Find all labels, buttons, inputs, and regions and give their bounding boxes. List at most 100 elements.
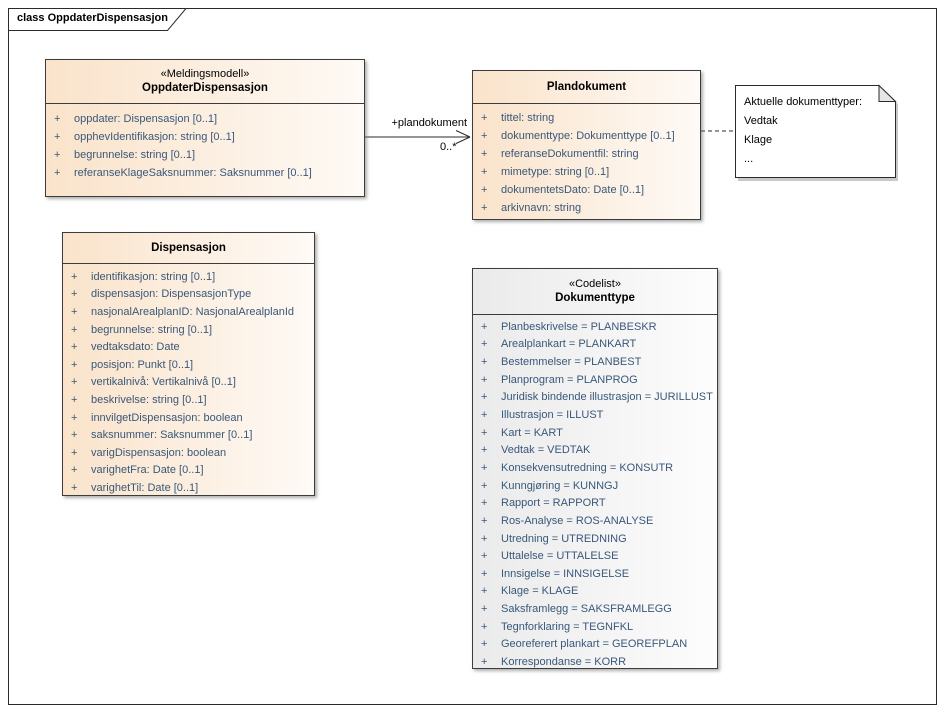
visibility-marker: +	[481, 603, 488, 616]
attribute-row: +Ros-Analyse = ROS-ANALYSE	[473, 512, 717, 530]
attribute-row: +Planbeskrivelse = PLANBESKR	[473, 318, 717, 336]
attribute-row: + arkivnavn: string	[473, 199, 700, 217]
attribute-text: dispensasjon: DispensasjonType	[91, 288, 252, 301]
visibility-marker: +	[71, 429, 78, 442]
visibility-marker: +	[54, 167, 61, 179]
attribute-text: begrunnelse: string [0..1]	[74, 149, 196, 161]
attribute-text: Kart = KART	[501, 426, 563, 439]
visibility-marker: +	[71, 288, 78, 301]
visibility-marker: +	[71, 411, 78, 424]
attribute-row: +referanseDokumentfil: string	[473, 145, 700, 163]
attribute-row: + Illustrasjon = ILLUST	[473, 406, 717, 424]
attribute-text: oppdater: Dispensasjon [0..1]	[74, 113, 218, 125]
attribute-text: varighetFra: Date [0..1]	[91, 464, 204, 477]
attribute-text: Juridisk bindende illustrasjon = JURILLU…	[501, 391, 713, 404]
attribute-text: tittel: string	[501, 112, 555, 124]
class-name: Dokumenttype	[555, 292, 635, 304]
attribute-text: beskrivelse: string [0..1]	[91, 393, 207, 406]
class-name: Plandokument	[546, 80, 627, 93]
attribute-row: +Kunngjøring = KUNNGJ	[473, 477, 717, 495]
attribute-text: identifikasjon: string [0..1]	[91, 270, 216, 283]
visibility-marker: +	[481, 409, 488, 422]
class-header: «Meldingsmodell» OppdaterDispensasjon	[46, 60, 364, 104]
attribute-text: arkivnavn: string	[501, 202, 582, 214]
visibility-marker: +	[54, 113, 61, 125]
attribute-text: Planbeskrivelse = PLANBESKR	[501, 320, 657, 333]
codelist-box-dokumenttype: «Codelist» Dokumenttype +Planbeskrivelse…	[472, 268, 718, 669]
attribute-text: dokumenttype: Dokumenttype [0..1]	[501, 130, 675, 142]
attribute-row: +Konsekvensutredning = KONSUTR	[473, 459, 717, 477]
attribute-row: +begrunnelse: string [0..1]	[63, 321, 314, 339]
attribute-row: + innvilgetDispensasjon: boolean	[63, 409, 314, 427]
attribute-row: +Saksframlegg = SAKSFRAMLEGG	[473, 600, 717, 618]
note-line: Klage	[744, 134, 773, 146]
visibility-marker: +	[481, 655, 488, 668]
attribute-row: + Vedtak = VEDTAK	[473, 441, 717, 459]
attribute-row: + Kart = KART	[473, 424, 717, 442]
attribute-row: +Tegnforklaring = TEGNFKL	[473, 618, 717, 636]
visibility-marker: +	[481, 112, 488, 124]
attribute-text: Utredning = UTREDNING	[501, 532, 627, 545]
association-role-label: +plandokument	[391, 117, 467, 129]
visibility-marker: +	[481, 356, 488, 369]
visibility-marker: +	[481, 620, 488, 633]
attribute-text: Uttalelse = UTTALELSE	[501, 550, 619, 563]
attribute-text: Illustrasjon = ILLUST	[501, 409, 604, 422]
visibility-marker: +	[481, 130, 488, 142]
attribute-row: +varighetFra: Date [0..1]	[63, 462, 314, 480]
class-stereotype: «Meldingsmodell»	[160, 68, 250, 80]
attribute-text: varigDispensasjon: boolean	[91, 446, 227, 459]
attribute-row: + identifikasjon: string [0..1]	[63, 268, 314, 286]
visibility-marker: +	[71, 270, 78, 283]
class-header: «Codelist» Dokumenttype	[473, 269, 717, 315]
attribute-text: Klage = KLAGE	[501, 585, 579, 598]
attribute-row: + opphevIdentifikasjon: string [0..1]	[46, 128, 364, 146]
visibility-marker: +	[481, 184, 488, 196]
visibility-marker: +	[481, 461, 488, 474]
attribute-row: +Juridisk bindende illustrasjon = JURILL…	[473, 389, 717, 407]
attribute-text: Korrespondanse = KORR	[501, 655, 627, 668]
attribute-row: + saksnummer: Saksnummer [0..1]	[63, 426, 314, 444]
class-box-oppdaterdispensasjon: «Meldingsmodell» OppdaterDispensasjon + o…	[45, 59, 365, 197]
attribute-row: + beskrivelse: string [0..1]	[63, 391, 314, 409]
visibility-marker: +	[481, 444, 488, 457]
visibility-marker: +	[481, 148, 488, 160]
attribute-row: +Rapport = RAPPORT	[473, 494, 717, 512]
attribute-text: opphevIdentifikasjon: string [0..1]	[74, 131, 235, 143]
note-line: ...	[744, 153, 754, 165]
visibility-marker: +	[481, 638, 488, 651]
visibility-marker: +	[481, 567, 488, 580]
attribute-text: Bestemmelser = PLANBEST	[501, 356, 642, 369]
attribute-row: +mimetype: string [0..1]	[473, 163, 700, 181]
attribute-row: + dokumenttype: Dokumenttype [0..1]	[473, 127, 700, 145]
attribute-text: referanseKlageSaksnummer: Saksnummer [0.…	[74, 167, 312, 179]
class-header: Dispensasjon	[63, 233, 314, 264]
visibility-marker: +	[481, 426, 488, 439]
attribute-row: + dispensasjon: DispensasjonType	[63, 286, 314, 304]
visibility-marker: +	[481, 479, 488, 492]
visibility-marker: +	[71, 358, 78, 371]
visibility-marker: +	[71, 393, 78, 406]
attribute-text: innvilgetDispensasjon: boolean	[91, 411, 243, 424]
note-line: Aktuelle dokumenttyper:	[744, 96, 863, 108]
visibility-marker: +	[481, 202, 488, 214]
visibility-marker: +	[54, 131, 61, 143]
diagram-title: class OppdaterDispensasjon	[17, 12, 168, 24]
class-name: Dispensasjon	[151, 241, 226, 254]
attribute-text: saksnummer: Saksnummer [0..1]	[91, 429, 253, 442]
attribute-text: Arealplankart = PLANKART	[501, 338, 637, 351]
association-multiplicity: 0..*	[440, 141, 457, 153]
attribute-row: + referanseKlageSaksnummer: Saksnummer [0…	[46, 164, 364, 182]
attribute-row: + oppdater: Dispensasjon [0..1]	[46, 110, 364, 128]
class-header: Plandokument	[473, 71, 700, 104]
attribute-row: + Georeferert plankart = GEOREFPLAN	[473, 636, 717, 654]
attribute-text: Georeferert plankart = GEOREFPLAN	[501, 638, 688, 651]
attribute-text: begrunnelse: string [0..1]	[91, 323, 213, 336]
visibility-marker: +	[71, 341, 78, 354]
attribute-text: Vedtak = VEDTAK	[501, 444, 591, 457]
attribute-text: Ros-Analyse = ROS-ANALYSE	[501, 514, 654, 527]
attribute-row: +posisjon: Punkt [0..1]	[63, 356, 314, 374]
attribute-row: +Uttalelse = UTTALELSE	[473, 547, 717, 565]
